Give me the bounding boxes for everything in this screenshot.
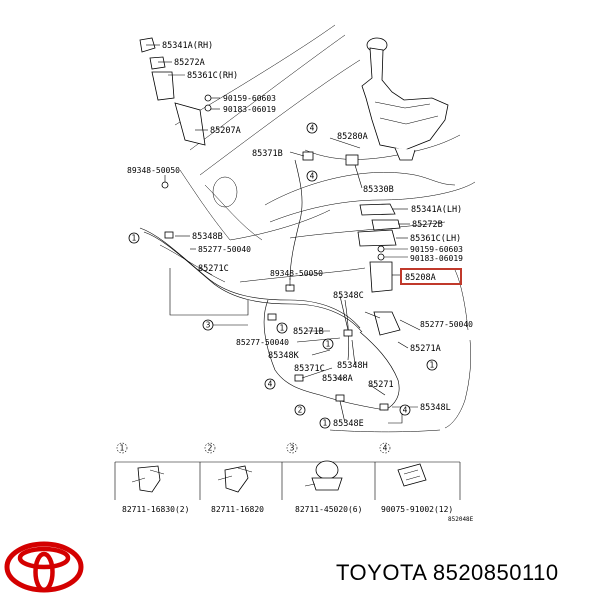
label-85348A: 85348A	[322, 374, 353, 384]
highlight-box-85208A	[400, 268, 462, 285]
legend-item-1: 1 82711-16830(2)	[116, 442, 189, 514]
label-85371C: 85371C	[294, 364, 325, 374]
callout-2: 2	[294, 404, 306, 416]
svg-text:4: 4	[268, 380, 273, 389]
svg-text:1: 1	[132, 234, 137, 243]
label-85277-left: 85277-50040	[198, 245, 251, 254]
label-89348-mid: 89348-50050	[270, 269, 323, 278]
label-85330B: 85330B	[363, 185, 394, 195]
svg-text:4: 4	[383, 444, 388, 453]
label-85348B: 85348B	[192, 232, 223, 242]
legend-part-3: 82711-45020(6)	[295, 505, 362, 514]
legend-part-1: 82711-16830(2)	[122, 505, 189, 514]
leader-lines	[146, 44, 421, 424]
label-85361C-LH: 85361C(LH)	[410, 234, 461, 244]
label-85271: 85271	[368, 380, 394, 390]
legend-item-3: 3 82711-45020(6)	[286, 442, 362, 514]
label-85271A: 85271A	[410, 344, 441, 354]
legend: 1 82711-16830(2) 2 82711-16820 3 82711-4…	[114, 442, 474, 523]
label-85361C-RH: 85361C(RH)	[187, 71, 238, 81]
brand-part-number: TOYOTA 8520850110	[336, 560, 559, 586]
label-85208A: 85208A	[405, 273, 436, 283]
callout-1: 1	[426, 359, 438, 371]
svg-text:1: 1	[326, 340, 331, 349]
label-85341A-RH: 85341A(RH)	[162, 41, 213, 51]
svg-text:2: 2	[208, 444, 213, 453]
svg-text:1: 1	[323, 419, 328, 428]
washer-tank	[345, 37, 449, 166]
label-85348H: 85348H	[337, 361, 368, 371]
svg-text:3: 3	[290, 444, 295, 453]
part-number: 8520850110	[432, 560, 559, 585]
label-85348K: 85348K	[268, 351, 300, 361]
label-85272B: 85272B	[412, 220, 443, 230]
toyota-emblem-icon	[4, 541, 84, 593]
legend-part-2: 82711-16820	[211, 505, 264, 514]
svg-text:1: 1	[430, 361, 435, 370]
label-90159-right: 90159-60603	[410, 245, 463, 254]
left-nozzle-assembly	[139, 37, 212, 189]
label-85348C: 85348C	[333, 291, 364, 301]
label-85277-bottom: 85277-50040	[236, 338, 289, 347]
label-85271C: 85271C	[198, 264, 229, 274]
label-85207A: 85207A	[210, 126, 241, 136]
callout-markers: 4 4 1 3 1 1 1 4 2 1 4	[128, 122, 438, 429]
legend-item-2: 2 82711-16820	[204, 442, 264, 514]
label-90183-right: 90183-06019	[410, 254, 463, 263]
label-85272A: 85272A	[174, 58, 205, 68]
callout-1: 1	[276, 322, 288, 334]
car-body-outline	[159, 24, 476, 433]
svg-text:1: 1	[280, 324, 285, 333]
brand-name: TOYOTA	[336, 560, 427, 585]
label-85341A-LH: 85341A(LH)	[411, 205, 462, 215]
washer-hoses	[139, 159, 400, 411]
callout-4: 4	[306, 170, 318, 182]
callout-3: 3	[202, 319, 214, 331]
drawing-code: 852048E	[448, 516, 474, 523]
callout-1: 1	[322, 338, 334, 350]
label-85280A: 85280A	[337, 132, 368, 142]
label-85348E: 85348E	[333, 419, 364, 429]
label-85277-right: 85277-50040	[420, 320, 473, 329]
callout-4: 4	[306, 122, 318, 134]
label-90183-top: 90183-06019	[223, 105, 276, 114]
svg-text:4: 4	[310, 172, 315, 181]
label-90159-top: 90159-60603	[223, 94, 276, 103]
svg-text:3: 3	[206, 321, 211, 330]
callout-4: 4	[399, 404, 411, 416]
svg-text:4: 4	[403, 406, 408, 415]
right-nozzle-assembly	[302, 151, 401, 336]
legend-item-4: 4 90075-91002(12)	[379, 442, 453, 514]
svg-text:1: 1	[120, 444, 125, 453]
callout-4: 4	[264, 378, 276, 390]
svg-text:2: 2	[298, 406, 303, 415]
callout-1: 1	[128, 232, 140, 244]
label-89348-left: 89348-50050	[127, 166, 180, 175]
legend-part-4: 90075-91002(12)	[381, 505, 453, 514]
label-85371B: 85371B	[252, 149, 283, 159]
label-85271B: 85271B	[293, 327, 324, 337]
part-labels: 85341A(RH) 85272A 85361C(RH) 90159-60603…	[127, 41, 473, 429]
svg-text:4: 4	[310, 124, 315, 133]
callout-1: 1	[319, 417, 331, 429]
label-85348L: 85348L	[420, 403, 451, 413]
